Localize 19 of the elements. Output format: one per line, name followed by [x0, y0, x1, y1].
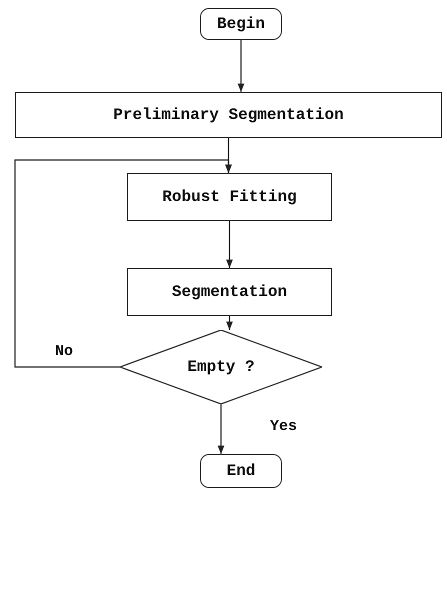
process-box: [127, 268, 332, 316]
arrow: [226, 221, 233, 268]
node-label: Segmentation: [172, 283, 288, 301]
node-label: Robust Fitting: [162, 188, 297, 206]
arrow: [218, 404, 224, 454]
node-label: Empty ?: [187, 358, 255, 376]
edge-label: No: [55, 343, 74, 360]
node-label: Preliminary Segmentation: [113, 106, 344, 124]
node-label: Begin: [216, 15, 265, 33]
terminal-box: [200, 8, 282, 40]
arrow: [226, 316, 233, 330]
arrow: [14, 159, 232, 368]
process-box: [127, 173, 332, 221]
node-label: End: [226, 462, 256, 480]
decision-diamond: [120, 330, 322, 404]
terminal-box: [200, 454, 282, 488]
arrow: [238, 40, 244, 92]
edge-label: Yes: [270, 418, 298, 435]
process-box: [15, 92, 442, 138]
